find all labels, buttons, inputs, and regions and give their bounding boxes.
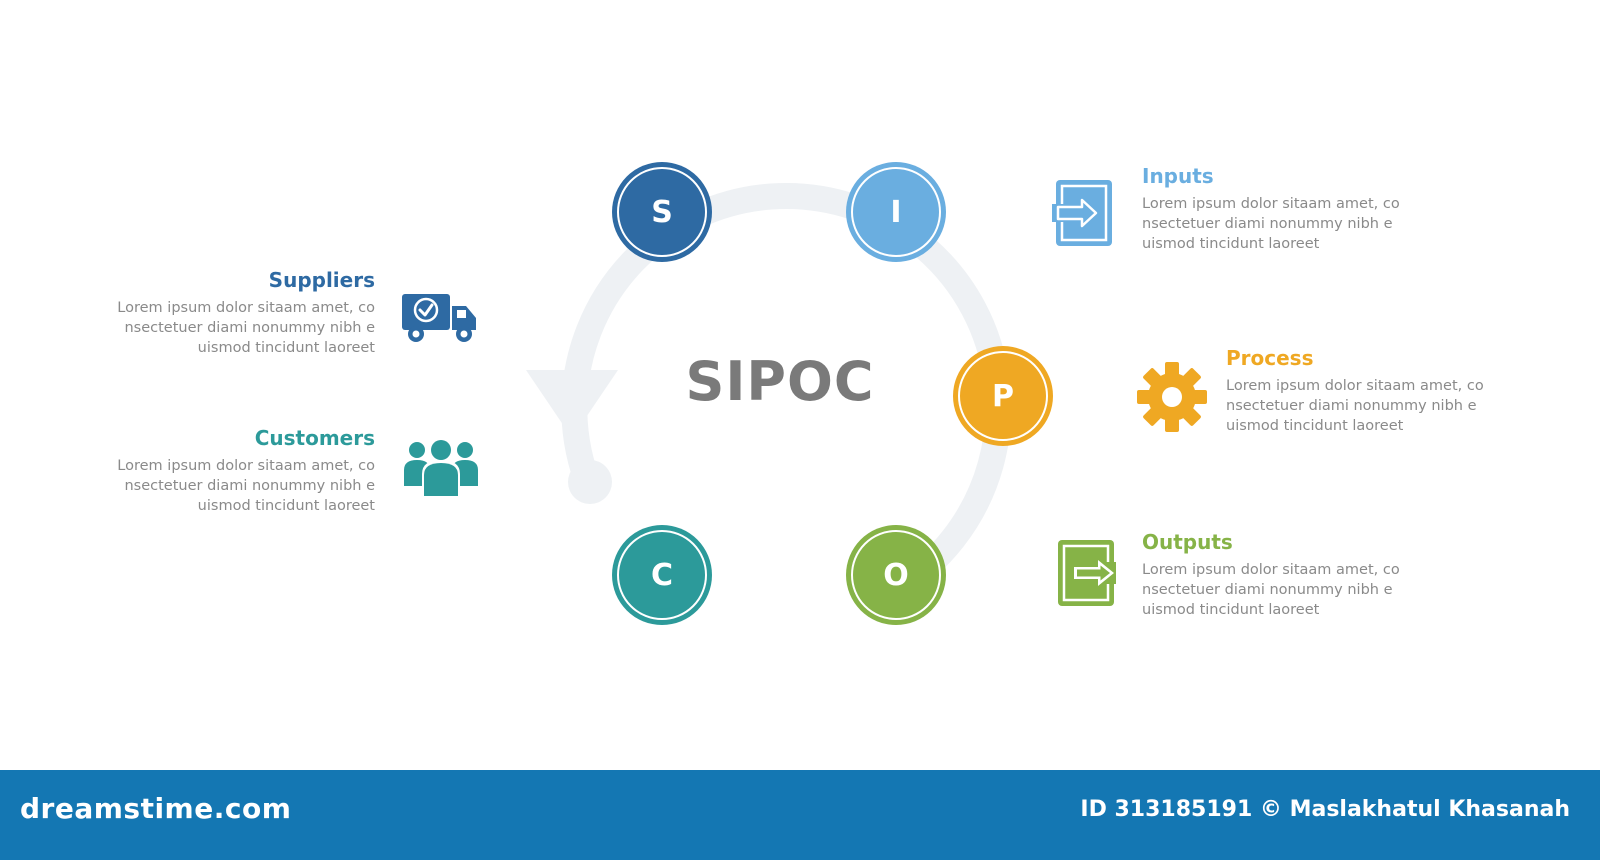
logout-arrow-icon bbox=[1058, 540, 1116, 606]
suppliers-description: Lorem ipsum dolor sitaam amet, co nsecte… bbox=[117, 300, 375, 356]
process-description: Lorem ipsum dolor sitaam amet, co nsecte… bbox=[1226, 378, 1484, 434]
truck-check-icon bbox=[402, 294, 476, 342]
suppliers-title: Suppliers bbox=[268, 268, 375, 292]
node-letter: P bbox=[992, 378, 1014, 414]
footer-brand: dreamstime.com bbox=[20, 792, 292, 825]
people-group-icon bbox=[404, 438, 478, 496]
node-ring bbox=[958, 351, 1048, 441]
footer-credit: ID 313185191 © Maslakhatul Khasanah bbox=[1080, 797, 1570, 822]
cycle-arrowhead bbox=[526, 370, 618, 438]
node-s: S bbox=[612, 162, 712, 262]
node-c: C bbox=[612, 525, 712, 625]
center-title: SIPOC bbox=[685, 350, 875, 413]
cycle-start-dot bbox=[568, 460, 612, 504]
process-title: Process bbox=[1226, 346, 1314, 370]
gear-icon bbox=[1137, 362, 1207, 432]
node-letter: C bbox=[650, 557, 674, 593]
customers-title: Customers bbox=[254, 426, 375, 450]
node-letter: I bbox=[890, 194, 902, 230]
node-ring bbox=[617, 530, 707, 620]
node-letter: O bbox=[883, 557, 909, 593]
inputs-title: Inputs bbox=[1142, 164, 1214, 188]
node-ring bbox=[851, 167, 941, 257]
node-ring bbox=[617, 167, 707, 257]
node-ring bbox=[851, 530, 941, 620]
node-o: O bbox=[846, 525, 946, 625]
customers-description: Lorem ipsum dolor sitaam amet, co nsecte… bbox=[117, 458, 375, 514]
node-p: P bbox=[953, 346, 1053, 446]
outputs-title: Outputs bbox=[1142, 530, 1233, 554]
outputs-description: Lorem ipsum dolor sitaam amet, co nsecte… bbox=[1142, 562, 1400, 618]
inputs-description: Lorem ipsum dolor sitaam amet, co nsecte… bbox=[1142, 196, 1400, 252]
node-i: I bbox=[846, 162, 946, 262]
login-arrow-icon bbox=[1052, 180, 1112, 246]
footer-bar: dreamstime.com ID 313185191 © Maslakhatu… bbox=[0, 770, 1600, 860]
node-letter: S bbox=[651, 194, 673, 230]
